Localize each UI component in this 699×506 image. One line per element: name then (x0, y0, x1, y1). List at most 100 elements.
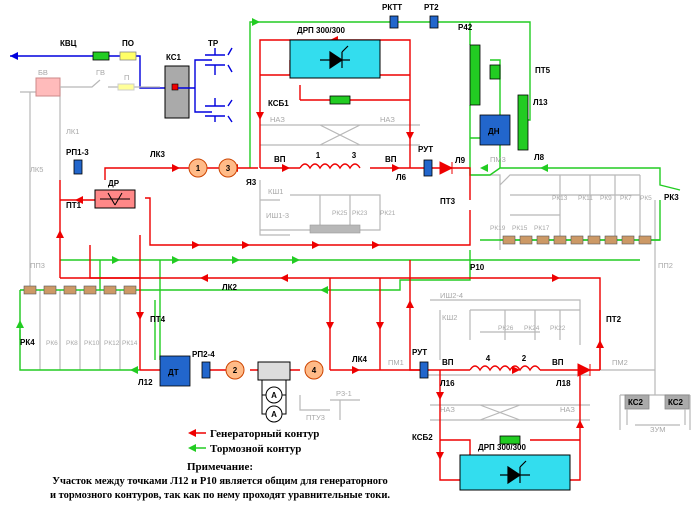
label-pt5: ПТ5 (535, 66, 551, 75)
label-ksh2: КШ2 (442, 313, 457, 322)
legend-generator: Генераторный контур (210, 428, 319, 440)
label-rk22: РК22 (550, 325, 566, 332)
resistor-l13 (517, 94, 529, 151)
legend: Генераторный контур Тормозной контур (188, 428, 319, 455)
note-line-1: Участок между точками Л12 и Р10 является… (52, 476, 388, 487)
label-gv: ГВ (96, 68, 105, 77)
label-rk13: РК13 (552, 195, 568, 202)
label-rk5: РК5 (640, 195, 652, 202)
green-arrow-icon (188, 444, 196, 452)
label-l9: Л9 (455, 156, 466, 165)
label-rk21: РК21 (380, 210, 396, 217)
rp24-relay (201, 361, 211, 379)
label-l12: Л12 (138, 378, 153, 387)
label-rk3: РК3 (664, 193, 679, 202)
rut-relay-bottom (419, 361, 429, 379)
label-r31: Р3-1 (336, 389, 352, 398)
label-kvc: КВЦ (60, 39, 77, 48)
inactive-wiring (19, 77, 691, 430)
label-pp2: ПП2 (658, 261, 673, 270)
motor-2 (225, 360, 245, 380)
resistor-chain-left (23, 285, 137, 295)
label-vp-top-right: ВП (385, 155, 397, 164)
label-pt3: ПТ3 (440, 197, 456, 206)
label-ksb1: КСБ1 (268, 99, 289, 108)
label-rk24: РК24 (524, 325, 540, 332)
label-ptu3: ПТУ3 (306, 413, 325, 422)
label-rut-top: РУТ (418, 145, 433, 154)
label-rk6: РК6 (46, 340, 58, 347)
motor-3-number: 3 (226, 164, 231, 173)
small-resistor-top (489, 64, 501, 80)
label-rk10: РК10 (84, 340, 100, 347)
label-pm1: ПМ1 (388, 358, 404, 367)
thyristor-icon (500, 460, 530, 485)
component-labels: КВЦ ПО КС1 ТР БВ ГВ П ЛК1 ЛК5 РП1-3 ПТ1 … (20, 3, 684, 452)
dn-box (479, 114, 511, 146)
label-rktt: РКТТ (382, 3, 402, 12)
label-p: П (124, 73, 129, 82)
label-l18: Л18 (556, 379, 571, 388)
motor-2-number: 2 (233, 366, 238, 375)
note: Примечание: Участок между точками Л12 и … (50, 461, 390, 501)
label-pp3: ПП3 (30, 261, 45, 270)
label-rk15: РК15 (512, 225, 528, 232)
label-naz-top-right: НАЗ (380, 115, 395, 124)
rut-relay-top (423, 159, 433, 177)
label-l6: Л6 (396, 173, 407, 182)
field-3-number: 3 (352, 151, 357, 160)
label-ammeter-2: A (271, 410, 277, 419)
motor-1-number: 1 (196, 164, 201, 173)
field-windings (299, 163, 541, 372)
traction-motors (188, 158, 324, 380)
label-ammeter-1: A (271, 391, 277, 400)
label-rk25: РК25 (332, 210, 348, 217)
label-rk14: РК14 (122, 340, 138, 347)
rktt-relay (389, 15, 399, 29)
motor-4 (304, 360, 324, 380)
note-title: Примечание: (187, 461, 253, 473)
label-ya3: Я3 (246, 178, 257, 187)
label-tr: ТР (208, 39, 219, 48)
field-4-number: 4 (486, 354, 491, 363)
label-lk5: ЛК5 (30, 165, 43, 174)
legend-brake: Тормозной контур (210, 443, 301, 455)
resistor-chain-top (500, 235, 660, 245)
field-2-number: 2 (522, 354, 527, 363)
label-dt: ДТ (168, 368, 179, 377)
motor-numbers: 1 3 2 4 1 3 4 2 (196, 151, 527, 375)
rt2-relay (429, 15, 439, 29)
label-naz-bottom-left: НАЗ (440, 405, 455, 414)
field-1-number: 1 (316, 151, 321, 160)
label-lk3: ЛК3 (150, 150, 165, 159)
supply-circuit (10, 47, 233, 123)
label-lk1: ЛК1 (66, 127, 79, 136)
label-vp-top-left: ВП (274, 155, 286, 164)
red-arrow-icon (188, 429, 196, 437)
label-pm2: ПМ2 (612, 358, 628, 367)
label-naz-top-left: НАЗ (270, 115, 285, 124)
label-ksb2: КСБ2 (412, 433, 433, 442)
label-ksh1: КШ1 (268, 187, 283, 196)
label-rk8: РК8 (66, 340, 78, 347)
label-rk11: РК11 (578, 195, 593, 202)
label-po: ПО (122, 39, 134, 48)
label-rk4: РК4 (20, 338, 35, 347)
label-l13: Л13 (533, 98, 548, 107)
motor-1 (188, 158, 208, 178)
label-rk7: РК7 (620, 195, 632, 202)
motor-4-number: 4 (312, 366, 317, 375)
label-rp13: РП1-3 (66, 148, 89, 157)
label-ish24: ИШ2-4 (440, 291, 463, 300)
label-ks2-a: КС2 (628, 398, 644, 407)
label-r42: Р42 (458, 23, 473, 32)
label-pt2: ПТ2 (606, 315, 622, 324)
label-rk17: РК17 (534, 225, 550, 232)
label-rp24: РП2-4 (192, 350, 215, 359)
label-pm3: ПМ3 (490, 155, 506, 164)
resistor-r42 (469, 44, 481, 106)
label-drp-bottom: ДРП 300/300 (478, 443, 526, 452)
rp13-relay (73, 159, 83, 175)
diode-l9 (439, 161, 454, 175)
